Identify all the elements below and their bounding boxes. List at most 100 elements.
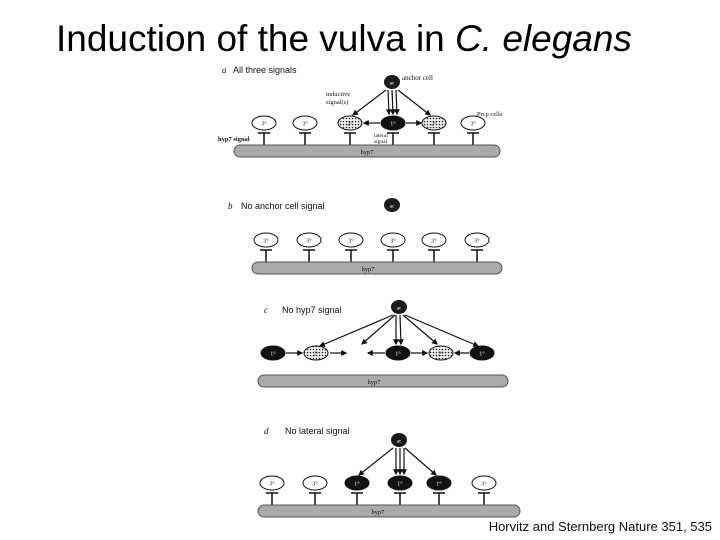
pnp-cell: [428, 345, 454, 361]
inductive-arrow: [397, 89, 431, 116]
panel-caption: No lateral signal: [285, 426, 350, 436]
pnp-cell: [260, 345, 286, 361]
cell-fate-label: 3°: [474, 238, 480, 245]
pnp-cell: [296, 232, 322, 248]
inductive-arrow: [389, 89, 396, 116]
inductive-arrow: [404, 314, 480, 347]
panel-letter: a: [222, 65, 227, 75]
cell-fate-label: 3°: [431, 238, 437, 245]
citation: Horvitz and Sternberg Nature 351, 535: [488, 519, 712, 534]
pnp-cell: [337, 115, 363, 131]
title-text: Induction of the vulva in: [56, 18, 456, 59]
inductive-signal-label-1: inductive: [326, 91, 350, 98]
inductive-arrow: [318, 314, 394, 347]
cell-fate-label: 3°: [481, 481, 487, 488]
inductive-arrow: [361, 314, 396, 345]
pnp-cell: [469, 345, 495, 361]
hyp7-inhibition-marks: [266, 492, 490, 505]
inductive-arrow: [402, 314, 438, 345]
cell-fate-label: 2°: [438, 351, 444, 358]
hyp7-inhibition-marks: [258, 132, 479, 145]
cell-fate-label: 1°: [395, 351, 401, 358]
inductive-arrow: [404, 447, 437, 476]
anchor-cell: [384, 75, 400, 89]
hyp7-syncytium: [233, 144, 501, 158]
anchor-cell: [391, 300, 407, 314]
panel-d: d No lateral signal ac 3° 3° 1° 1° 1° 3°…: [257, 426, 521, 518]
pnp-cell: [460, 115, 486, 131]
hyp7-syncytium: [251, 261, 503, 275]
pnp-cells-label: Pn.p cells: [477, 111, 503, 118]
pnp-cell: [380, 115, 406, 131]
panel-letter: c: [264, 305, 268, 315]
cell-fate-label: 2°: [313, 351, 319, 358]
species-name: C. elegans: [455, 18, 632, 59]
panel-caption: No anchor cell signal: [241, 201, 325, 211]
pnp-cell: [426, 475, 452, 491]
slide-title: Induction of the vulva in C. elegans: [56, 18, 632, 60]
inductive-signal-label-2: signal(s): [326, 99, 348, 106]
hyp7-label: hyp7: [361, 149, 375, 156]
hyp7-label: hyp7: [362, 266, 376, 273]
lateral-signal-label-2: signal: [374, 139, 388, 145]
anchor-cell: [391, 433, 407, 447]
cell-fate-label: 3°: [263, 238, 269, 245]
pnp-cell: [292, 115, 318, 131]
pnp-cell: [464, 232, 490, 248]
cell-fate-label: 1°: [436, 481, 442, 488]
inductive-arrow: [393, 89, 400, 116]
cell-fate-label: 1°: [354, 481, 360, 488]
hyp7-inhibition-marks: [260, 249, 483, 262]
anchor-cell: [384, 198, 400, 212]
anchor-cell-abbrev: ac: [397, 440, 402, 445]
cell-fate-label: 3°: [302, 121, 308, 128]
anchor-cell-abbrev: ac: [390, 205, 395, 210]
hyp7-signal-label: hyp7 signal: [218, 136, 250, 143]
panel-b: b No anchor cell signal ac 3° 3° 3° 3° 3…: [228, 198, 503, 275]
pnp-cell: [338, 232, 364, 248]
cell-fate-label: 3°: [390, 238, 396, 245]
cell-fate-label: 1°: [390, 121, 396, 128]
hyp7-syncytium: [257, 374, 509, 388]
anchor-cell-abbrev: ac: [390, 82, 395, 87]
pnp-cell: [421, 232, 447, 248]
cell-fate-label: 1°: [397, 481, 403, 488]
anchor-cell-abbrev: ac: [397, 307, 402, 312]
inductive-arrow: [352, 89, 387, 116]
panel-caption: No hyp7 signal: [282, 305, 342, 315]
panel-letter: b: [228, 201, 233, 211]
pnp-cell: [380, 232, 406, 248]
pnp-cell: [253, 232, 279, 248]
cell-fate-label: 1°: [270, 351, 276, 358]
pnp-cell: [387, 475, 413, 491]
cell-fate-label: 3°: [261, 121, 267, 128]
hyp7-label: hyp7: [368, 379, 382, 386]
inductive-arrow: [397, 314, 404, 346]
anchor-cell-label: anchor cell: [402, 74, 433, 82]
cell-fate-label: 2°: [431, 121, 437, 128]
hyp7-label: hyp7: [372, 509, 386, 516]
pnp-cell: [303, 345, 329, 361]
inductive-arrow: [358, 447, 394, 476]
cell-fate-label: 3°: [269, 481, 275, 488]
panel-a: a All three signals ac anchor cell induc…: [218, 65, 503, 158]
lateral-signal-label-1: lateral: [374, 133, 388, 139]
cell-fate-label: 3°: [306, 238, 312, 245]
pnp-cell: [302, 475, 328, 491]
pnp-cell: [385, 345, 411, 361]
panel-letter: d: [264, 426, 269, 436]
cell-fate-label: 2°: [347, 121, 353, 128]
pnp-cell: [471, 475, 497, 491]
panel-caption: All three signals: [233, 65, 297, 75]
pnp-cell: [344, 475, 370, 491]
cell-fate-label: 3°: [470, 121, 476, 128]
panel-c: c No hyp7 signal ac 1° 2° 1° 2° 1° hyp7: [257, 300, 509, 388]
pnp-cell: [251, 115, 277, 131]
pnp-cell: [259, 475, 285, 491]
hyp7-syncytium: [257, 504, 521, 518]
cell-fate-label: 3°: [312, 481, 318, 488]
cell-fate-label: 1°: [479, 351, 485, 358]
cell-fate-label: 3°: [348, 238, 354, 245]
inductive-arrow: [385, 89, 392, 116]
